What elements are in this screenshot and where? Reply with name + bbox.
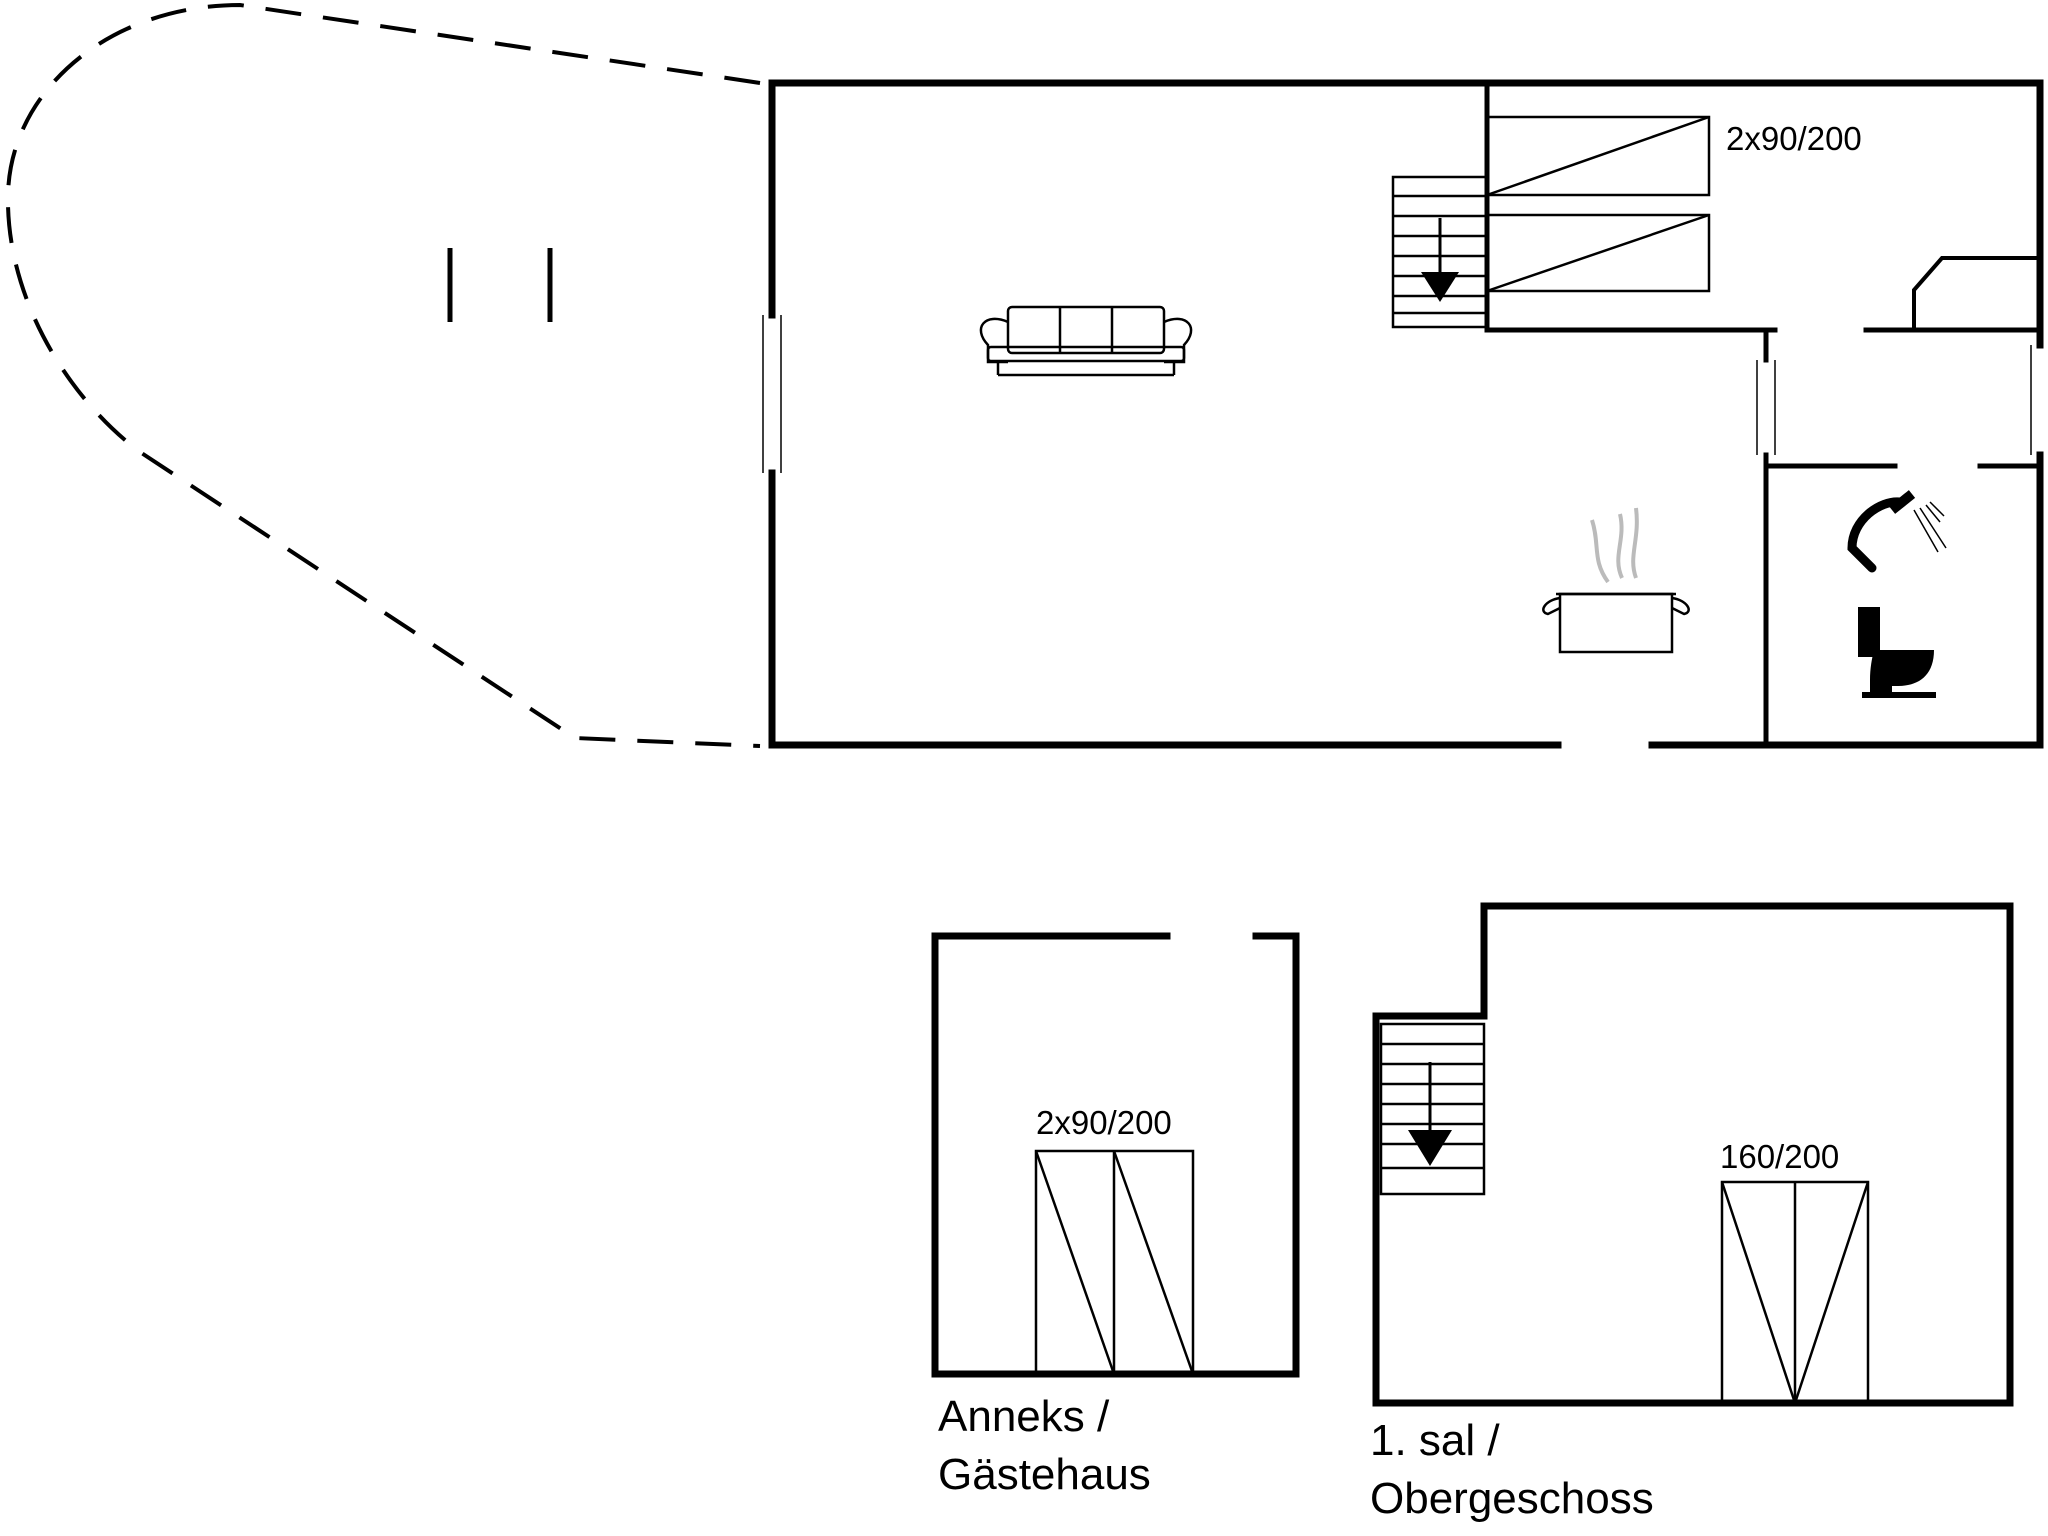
stove-icon	[1866, 256, 2040, 332]
shower-icon	[1847, 490, 1947, 573]
upper-floor-bed-label: 160/200	[1720, 1138, 1840, 1175]
toilet-icon	[1858, 607, 1936, 698]
upper-floor-caption-line1: 1. sal /	[1370, 1416, 1500, 1465]
annex-caption-line2: Gästehaus	[938, 1450, 1151, 1499]
bunk-bed-main	[1485, 115, 1711, 293]
cooking-pot-icon	[1542, 507, 1690, 654]
annex-caption-line1: Anneks /	[938, 1392, 1110, 1441]
upper-floor-stairs-icon	[1379, 1022, 1486, 1196]
main-house-walls	[768, 79, 2044, 749]
annex-bed-label: 2x90/200	[1036, 1104, 1172, 1141]
upper-floor-caption: 1. sal / Obergeschoss	[1370, 1412, 1654, 1528]
upper-floor-walls	[1372, 902, 2014, 1407]
stairs-down-icon	[1391, 175, 1489, 329]
annex-bed	[1034, 1149, 1195, 1376]
upper-floor-caption-line2: Obergeschoss	[1370, 1474, 1654, 1523]
upper-floor-bed	[1720, 1180, 1870, 1405]
annex-caption: Anneks / Gästehaus	[938, 1388, 1151, 1504]
bunk-bed-main-label: 2x90/200	[1726, 120, 1862, 157]
sofa-icon	[979, 305, 1193, 377]
main-house-windows	[762, 315, 2032, 473]
terrace-outline	[5, 2, 761, 748]
